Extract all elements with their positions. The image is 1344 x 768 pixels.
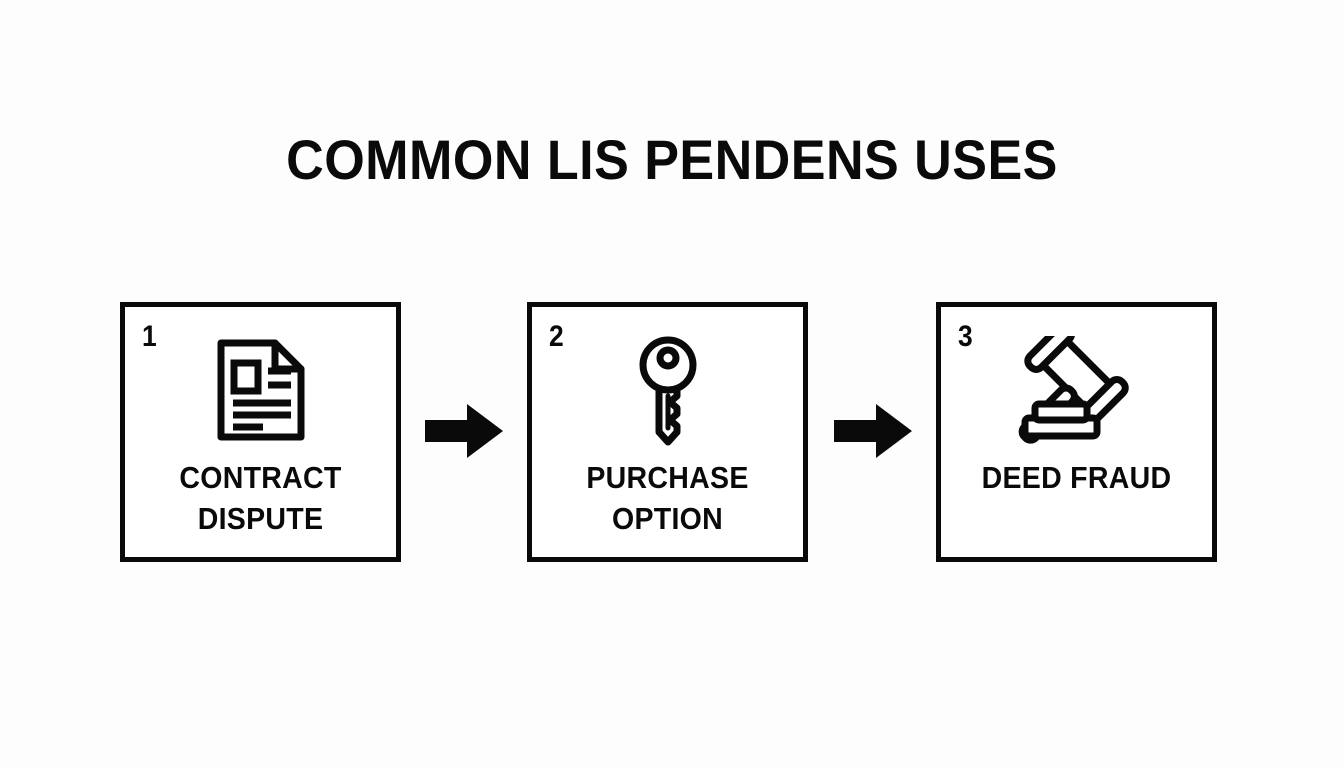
step-label-2-line2: OPTION — [611, 501, 723, 536]
flow-step-2[interactable]: 2 PURCHASE OPTION — [527, 302, 808, 562]
gavel-icon — [941, 327, 1212, 452]
flow-step-1[interactable]: 1 CONTRACT DISPUTE — [120, 302, 401, 562]
step-label-2-line1: PURCHASE — [586, 460, 749, 495]
step-label-1: CONTRACT DISPUTE — [136, 457, 385, 539]
flow-step-3[interactable]: 3 DEED FRAUD — [936, 302, 1217, 562]
page-title: COMMON LIS PENDENS USES — [286, 128, 1058, 191]
step-label-3: DEED FRAUD — [952, 457, 1201, 498]
step-label-2: PURCHASE OPTION — [543, 457, 792, 539]
step-number-2: 2 — [549, 320, 564, 353]
key-icon — [532, 327, 803, 452]
step-label-3-line1: DEED FRAUD — [981, 460, 1172, 495]
arrow-right-icon — [425, 402, 503, 460]
step-label-1-line1: CONTRACT — [179, 460, 342, 495]
step-label-1-line2: DISPUTE — [197, 501, 324, 536]
step-number-1: 1 — [142, 320, 157, 353]
step-number-3: 3 — [958, 320, 973, 353]
document-icon — [125, 327, 396, 452]
process-flow: 1 CONTRACT DISPUTE — [120, 302, 1217, 562]
arrow-right-icon — [834, 402, 912, 460]
